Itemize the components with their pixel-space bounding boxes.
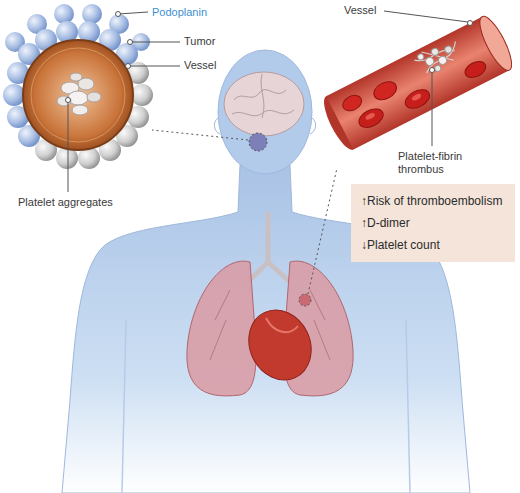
blood-vessel-part: [462, 58, 488, 80]
info-box: ↑Risk of thromboembolism↑D-dimer↓Platele…: [351, 184, 515, 262]
leader-lines: [384, 11, 473, 146]
thrombus-part: [444, 45, 453, 54]
platelet-aggregates-part: [57, 96, 71, 106]
brain-tumor-spot-part: [152, 130, 248, 140]
thrombus-part: [430, 47, 439, 56]
leader-lines-part: [468, 21, 473, 26]
callout-label: Vessel: [184, 59, 216, 72]
thrombus-part: [417, 53, 425, 61]
callout-label: Platelet aggregates: [18, 196, 113, 209]
thrombus-part: [424, 56, 435, 67]
leader-lines-part: [130, 42, 180, 43]
tumor-vessel-part: [31, 48, 125, 142]
platelet-aggregates-part: [72, 105, 88, 115]
leader-lines-part: [432, 72, 433, 146]
leader-lines-part: [66, 98, 71, 103]
leader-lines-part: [68, 100, 69, 192]
podoplanin-spheres-part: [54, 4, 74, 24]
blood-vessel-part: [326, 17, 509, 150]
lung-clot-spot-part: [299, 294, 311, 306]
thrombus-part: [437, 55, 448, 66]
podoplanin-spheres-part: [3, 84, 25, 106]
podoplanin-spheres-part: [82, 4, 102, 24]
thrombus-part: [413, 36, 463, 76]
brain-part: [224, 72, 304, 136]
thrombus-part: [434, 64, 442, 72]
lungs: [187, 212, 353, 396]
lungs-part: [187, 261, 256, 396]
blood-vessel-part: [340, 92, 364, 114]
brain: [224, 72, 304, 136]
platelet-aggregates-part: [87, 92, 101, 102]
box-text: ↓Platelet count: [361, 234, 505, 256]
heart-part: [266, 318, 298, 332]
leader-lines-part: [126, 64, 131, 69]
blood-vessel-part: [365, 112, 376, 121]
blood-vessel-part: [411, 93, 422, 102]
leader-lines-part: [384, 11, 468, 22]
platelet-aggregates: [57, 73, 101, 115]
callout-label: Podoplanin: [152, 6, 207, 19]
leader-lines-part: [128, 66, 180, 67]
callout-label: Vessel: [344, 4, 376, 17]
heart: [238, 300, 323, 391]
tumor-vessel: [23, 40, 133, 150]
thrombus: [413, 36, 464, 79]
leader-lines-part: [118, 12, 148, 14]
body-figure-part: [218, 50, 312, 174]
brain-tumor-spot: [152, 130, 267, 151]
lung-clot-spot-part: [308, 168, 337, 294]
brain-tumor-spot-part: [249, 133, 267, 151]
tumor-vessel-part: [23, 40, 133, 150]
callout-label: Platelet-fibrin thrombus: [398, 150, 490, 176]
leader-lines-part: [116, 12, 121, 17]
leader-lines: [66, 12, 181, 193]
leader-lines-part: [128, 40, 133, 45]
blood-vessel-part: [356, 105, 386, 131]
box-text: ↑Risk of thromboembolism: [361, 190, 505, 212]
heart-part: [238, 300, 323, 391]
leader-lines-part: [430, 68, 435, 73]
platelet-aggregates-part: [70, 73, 82, 81]
blood-vessel: [318, 13, 517, 154]
blood-vessel-part: [371, 78, 400, 103]
blood-vessel-part: [402, 86, 432, 112]
lung-clot-spot: [299, 168, 337, 306]
tumor-cells-part: [131, 84, 153, 106]
lungs-part: [248, 212, 290, 282]
callout-label: Tumor: [184, 35, 215, 48]
brain-part: [232, 74, 294, 118]
box-text: ↑D-dimer: [361, 212, 505, 234]
